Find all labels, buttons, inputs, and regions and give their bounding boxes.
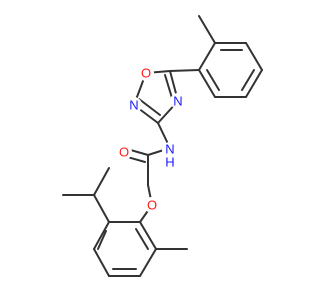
bond-aryl-inner-3	[135, 228, 149, 250]
bonds	[62, 15, 263, 277]
ring-nitrogen-right-label: N	[173, 94, 182, 109]
amide-hydrogen-bg	[165, 156, 176, 168]
ring-nitrogen-right-bg	[170, 93, 186, 109]
bond-isopropyl-me2	[93, 167, 110, 196]
bond-tolyl-methyl	[198, 15, 216, 44]
molecule-structure: O N N N H O O	[62, 15, 263, 277]
ring-nitrogen-left-label: N	[129, 98, 138, 113]
bond-aryl-2	[93, 221, 110, 250]
bond-tolyl-6	[198, 69, 216, 98]
ether-oxygen-atom: O	[144, 197, 160, 213]
carbonyl-oxygen-atom: O	[116, 144, 132, 160]
ether-oxygen-label: O	[147, 198, 157, 213]
ring-nitrogen-left-atom: N	[126, 97, 142, 113]
molecule-canvas: O N N N H O O	[62, 15, 263, 277]
bond-tolyl-inner-3	[206, 69, 220, 91]
ring-oxygen-atom: O	[138, 65, 154, 81]
amide-nitrogen-label: N	[165, 142, 174, 157]
bond-tolyl-1	[198, 42, 216, 71]
bond-oxa-n-c3-b	[138, 98, 161, 116]
carbonyl-oxygen-label: O	[119, 145, 129, 160]
ring-nitrogen-left-bg	[126, 97, 142, 113]
amide-nitrogen-bg	[162, 142, 178, 158]
bond-aryl-inner-1	[97, 230, 107, 250]
atom-labels: O N N N H O O	[116, 65, 186, 213]
bond-aryl-isopropyl	[93, 194, 110, 223]
ring-nitrogen-right-atom: N	[170, 93, 186, 109]
ring-oxygen-bg	[138, 65, 154, 81]
amide-nitrogen-atom: N H	[162, 142, 178, 170]
ether-oxygen-bg	[144, 197, 160, 213]
bond-aryl-5	[139, 248, 157, 277]
carbonyl-oxygen-bg	[116, 144, 132, 160]
bond-aryl-6	[139, 221, 157, 250]
amide-hydrogen-label: H	[165, 155, 174, 170]
ring-oxygen-label: O	[141, 66, 151, 81]
bond-tolyl-3	[245, 42, 263, 71]
bond-tolyl-4	[245, 69, 263, 98]
bond-aryl-3	[93, 248, 110, 277]
bond-tolyl-inner-2	[241, 69, 255, 91]
bond-oxa-n-c5-b	[164, 74, 173, 99]
bond-tolyl-oxadiazole	[169, 69, 200, 72]
